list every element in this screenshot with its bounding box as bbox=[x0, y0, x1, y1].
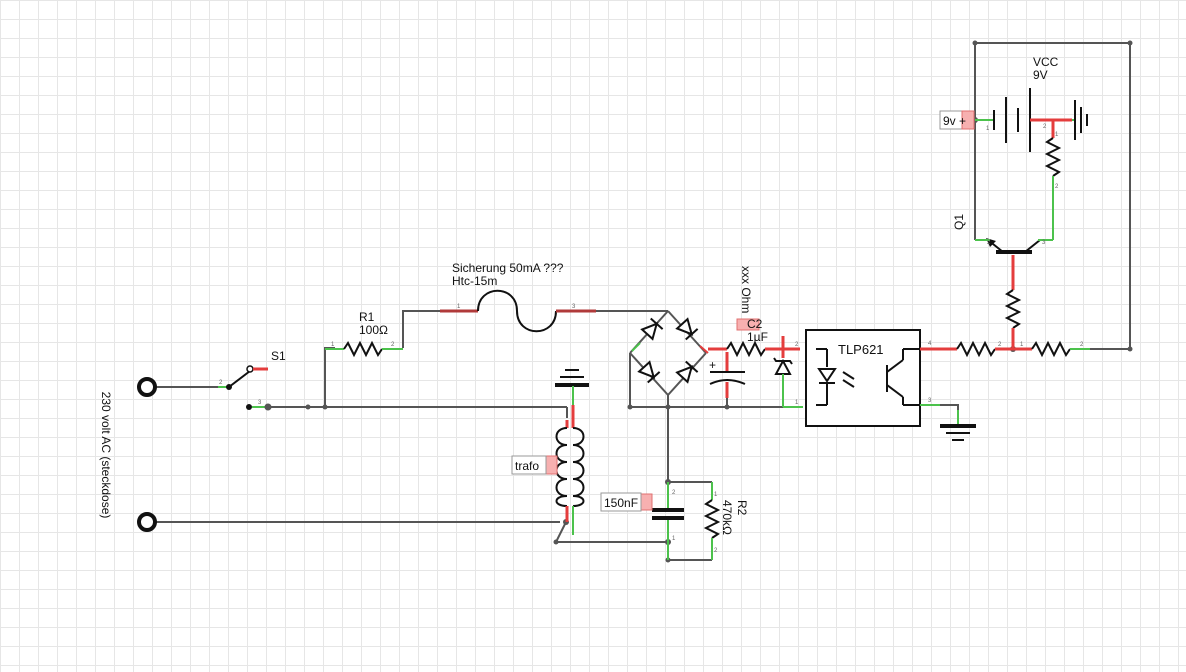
ground-symbol bbox=[940, 410, 976, 441]
svg-text:2: 2 bbox=[998, 342, 1002, 348]
svg-text:3: 3 bbox=[572, 304, 576, 310]
vcc-value: 9V bbox=[1033, 68, 1048, 82]
wire[interactable] bbox=[324, 347, 335, 407]
tag-nine-v-text: 9v + bbox=[943, 114, 966, 128]
cap-plus: + bbox=[709, 358, 716, 372]
svg-text:2: 2 bbox=[391, 342, 395, 348]
resistor-base[interactable] bbox=[1004, 255, 1022, 349]
ac-terminal-bottom[interactable] bbox=[137, 512, 157, 532]
resistor-r1[interactable]: 1 2 R1 100Ω bbox=[325, 310, 403, 358]
svg-text:2: 2 bbox=[1055, 184, 1059, 190]
ac-source[interactable]: 230 volt AC (steckdose) bbox=[99, 377, 157, 532]
tag-nine-v[interactable]: 9v + bbox=[939, 110, 975, 130]
svg-text:2: 2 bbox=[1043, 124, 1047, 130]
svg-text:3: 3 bbox=[1042, 240, 1046, 246]
capacitor-electrolytic[interactable]: + bbox=[709, 352, 746, 398]
resistor-xxx-ohm[interactable]: xxx Ohm C2 1µF bbox=[708, 266, 790, 358]
svg-text:1: 1 bbox=[986, 126, 990, 132]
tag-150nf[interactable]: 150nF bbox=[600, 492, 642, 512]
junction-dot bbox=[1127, 346, 1133, 352]
q1-label: Q1 bbox=[952, 214, 966, 230]
tlp-label: TLP621 bbox=[838, 342, 884, 357]
zener-diode[interactable]: 2 1 bbox=[773, 336, 803, 408]
junction-dot bbox=[305, 404, 311, 410]
xxx-ohm-label: xxx Ohm bbox=[739, 266, 753, 313]
vcc-label: VCC bbox=[1033, 55, 1059, 69]
ac-terminal-top[interactable] bbox=[137, 377, 157, 397]
svg-text:1: 1 bbox=[672, 536, 676, 542]
bridge-rectifier[interactable] bbox=[629, 310, 709, 396]
optocoupler-tlp621[interactable]: TLP621 4 3 bbox=[805, 329, 940, 427]
resistor-chain[interactable]: 2 1 2 bbox=[940, 340, 1090, 358]
fuse[interactable]: 1 3 Sicherung 50mA ??? Htc-15m bbox=[440, 261, 596, 333]
wire[interactable] bbox=[940, 404, 959, 425]
fuse-label: Sicherung 50mA ??? bbox=[452, 261, 564, 275]
junction-dot bbox=[1127, 40, 1133, 46]
c2-name: C2 bbox=[747, 317, 763, 331]
svg-text:1: 1 bbox=[457, 304, 461, 310]
svg-text:2: 2 bbox=[987, 240, 991, 246]
ac-source-label: 230 volt AC (steckdose) bbox=[99, 392, 113, 519]
junction-dot bbox=[665, 404, 671, 410]
switch-s1[interactable]: 2 3 S1 bbox=[218, 349, 286, 411]
capacitor-150nf[interactable]: 2 1 bbox=[639, 482, 684, 560]
svg-text:2: 2 bbox=[1080, 342, 1084, 348]
junction-dot bbox=[972, 40, 978, 46]
svg-text:2: 2 bbox=[219, 380, 223, 386]
switch-label: S1 bbox=[271, 349, 286, 363]
junction-dot bbox=[724, 404, 730, 410]
transistor-q1[interactable]: 2 3 Q1 bbox=[952, 200, 1054, 254]
svg-text:1: 1 bbox=[795, 400, 799, 406]
svg-text:3: 3 bbox=[258, 400, 262, 406]
resistor-r2[interactable]: 1 2 R2 470kΩ bbox=[703, 482, 749, 560]
svg-text:1: 1 bbox=[1020, 342, 1024, 348]
r2-value: 470kΩ bbox=[720, 500, 734, 535]
tag-trafo[interactable]: trafo bbox=[511, 455, 547, 475]
svg-text:2: 2 bbox=[672, 490, 676, 496]
fuse-type: Htc-15m bbox=[452, 274, 497, 288]
svg-text:3: 3 bbox=[928, 398, 932, 404]
wires bbox=[155, 42, 1131, 561]
svg-text:1: 1 bbox=[714, 492, 718, 498]
wire[interactable] bbox=[402, 310, 440, 348]
svg-text:1: 1 bbox=[1055, 132, 1059, 138]
r1-name: R1 bbox=[359, 310, 375, 324]
c2-value: 1µF bbox=[747, 330, 768, 344]
junctions bbox=[305, 40, 1133, 563]
junction-dot bbox=[627, 404, 633, 410]
resistor-battery[interactable]: 1 2 bbox=[1044, 120, 1062, 200]
wire[interactable] bbox=[974, 42, 1131, 349]
junction-dot bbox=[322, 404, 328, 410]
svg-text:2: 2 bbox=[714, 548, 718, 554]
tag-trafo-text: trafo bbox=[515, 459, 539, 473]
r2-name: R2 bbox=[735, 500, 749, 516]
battery-vcc[interactable]: 1 2 VCC 9V bbox=[975, 55, 1088, 152]
svg-text:1: 1 bbox=[331, 342, 335, 348]
tag-150nf-text: 150nF bbox=[604, 496, 638, 510]
svg-text:2: 2 bbox=[795, 342, 799, 348]
junction-dot bbox=[553, 539, 559, 545]
r1-value: 100Ω bbox=[359, 323, 388, 337]
transformer[interactable] bbox=[544, 369, 589, 535]
svg-text:4: 4 bbox=[928, 341, 932, 347]
